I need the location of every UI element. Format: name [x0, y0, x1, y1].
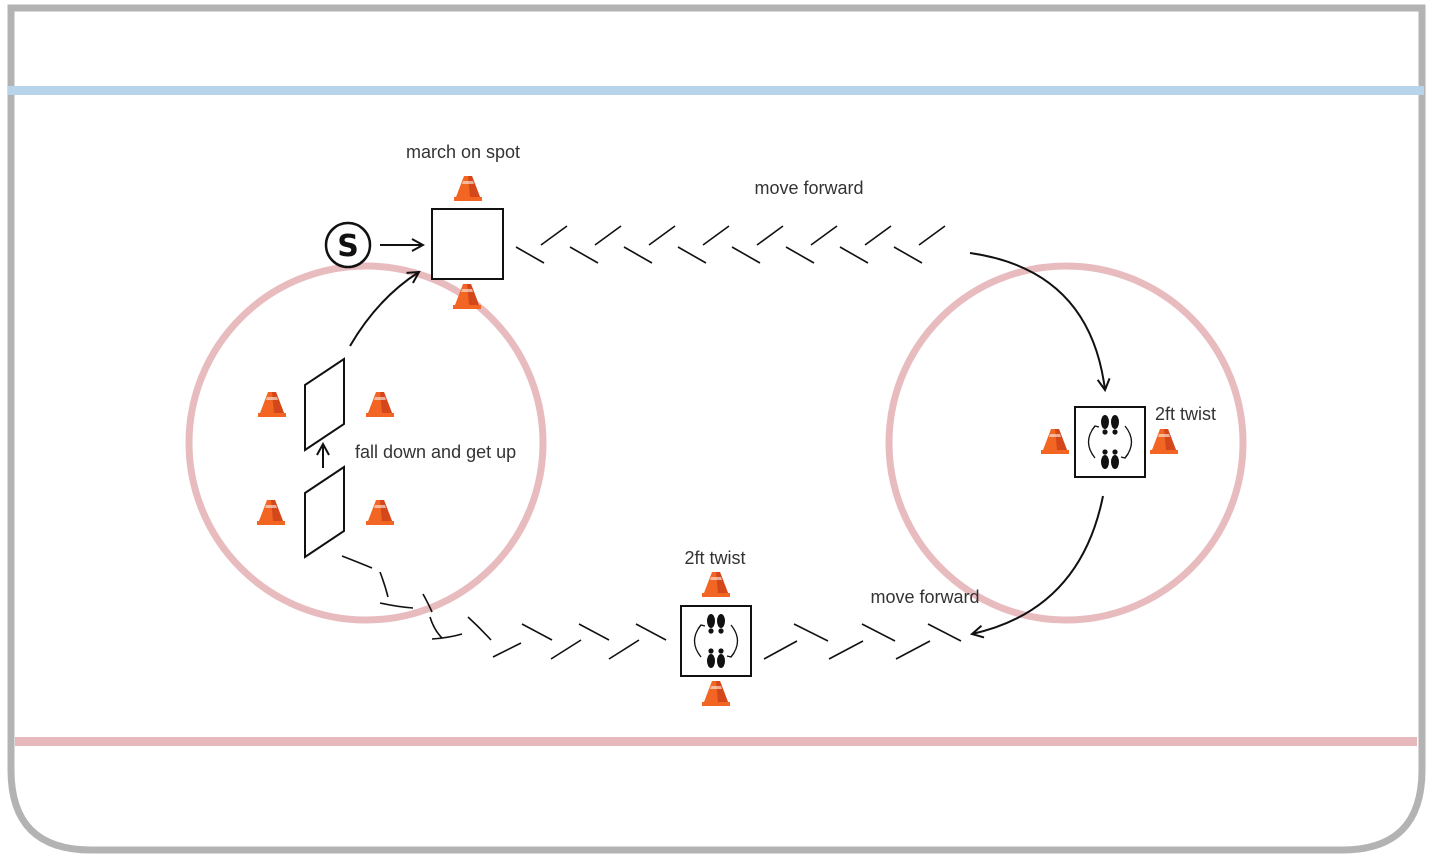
- arrow-to-right-twist: [969, 252, 1105, 390]
- faceoff-circle-right: [885, 262, 1247, 624]
- fall-mat-upper: [304, 357, 345, 452]
- march-on-spot-station: [431, 208, 504, 280]
- return-path-dashes: [341, 555, 492, 641]
- svg-text:S: S: [337, 229, 359, 264]
- label-two-ft-twist-right: 2ft twist: [1155, 404, 1216, 424]
- start-marker-icon: S: [324, 221, 372, 269]
- label-march-on-spot: march on spot: [406, 142, 520, 162]
- label-move-forward-top: move forward: [754, 178, 863, 198]
- rink-boards: [7, 4, 1426, 854]
- arrow-from-right-twist: [972, 495, 1104, 634]
- faceoff-circle-left: [185, 262, 547, 624]
- label-fall-down-get-up: fall down and get up: [355, 442, 516, 462]
- stride-marks-top: [515, 225, 946, 264]
- stride-marks-bottom: [492, 623, 962, 660]
- blue-line: [8, 86, 1424, 95]
- red-line: [15, 737, 1417, 746]
- label-two-ft-twist-bottom: 2ft twist: [684, 548, 745, 568]
- label-move-forward-bottom: move forward: [870, 587, 979, 607]
- two-ft-twist-station-right: [1074, 406, 1146, 478]
- two-ft-twist-station-bottom: [680, 605, 752, 677]
- arrow-to-march-station: [349, 272, 419, 347]
- fall-mat-lower: [304, 465, 345, 559]
